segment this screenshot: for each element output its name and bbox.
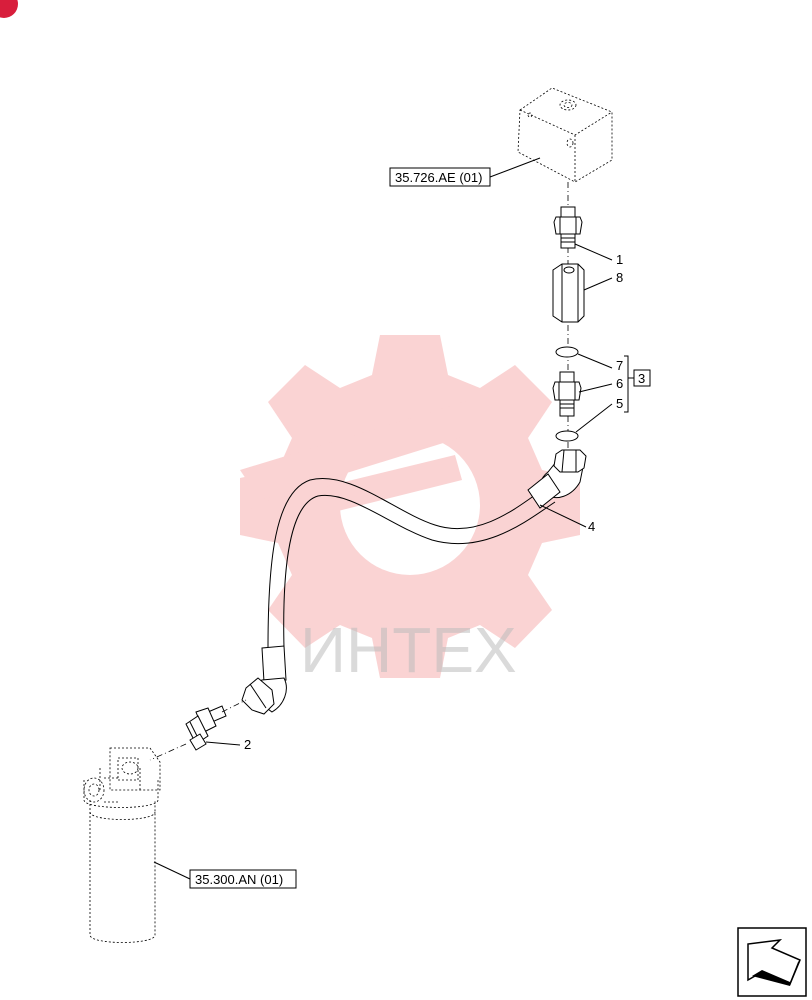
part-6-adapter <box>552 371 582 417</box>
svg-text:35.726.AE (01): 35.726.AE (01) <box>395 170 482 185</box>
top-ref-callout: 35.726.AE (01) <box>389 157 541 187</box>
part-4-hose <box>241 449 587 715</box>
svg-text:35.300.AN (01): 35.300.AN (01) <box>195 872 283 887</box>
arrow-down-left-icon[interactable] <box>737 927 807 997</box>
part-5-o-ring <box>555 430 579 442</box>
manifold-block <box>517 87 613 183</box>
kit-bracket: 3 <box>624 355 651 413</box>
part-8-coupling <box>552 263 585 323</box>
svg-text:3: 3 <box>638 371 645 386</box>
label-7: 7 <box>616 358 623 373</box>
part-7-o-ring <box>555 346 579 358</box>
label-8: 8 <box>616 270 623 285</box>
part-1-adapter <box>553 206 583 249</box>
label-1: 1 <box>616 252 623 267</box>
corner-badge <box>0 0 18 18</box>
part-2-adapter <box>185 705 227 751</box>
bottom-ref-callout: 35.300.AN (01) <box>153 861 297 889</box>
watermark-gear <box>240 335 580 678</box>
filter-housing <box>83 747 161 943</box>
label-6: 6 <box>616 376 623 391</box>
watermark-text: ИНТЕХ <box>300 614 517 686</box>
label-5: 5 <box>616 396 623 411</box>
label-4: 4 <box>588 519 595 534</box>
label-2: 2 <box>244 737 251 752</box>
